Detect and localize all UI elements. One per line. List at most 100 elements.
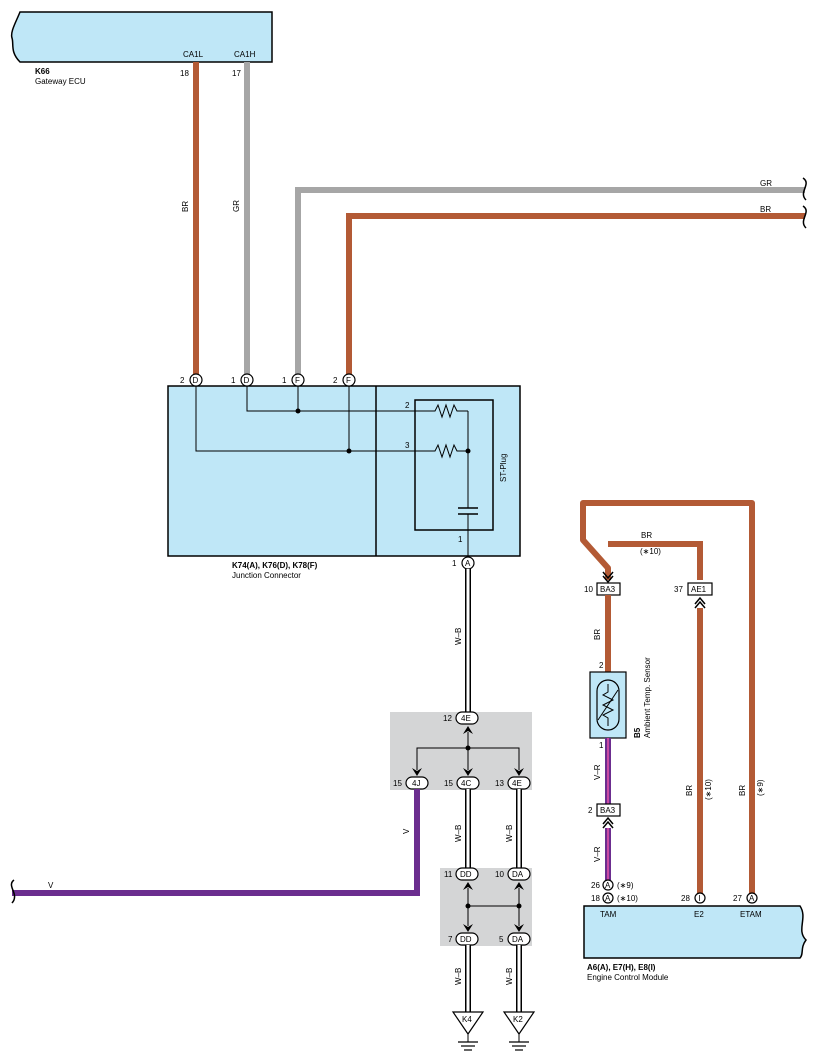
arrow-ba3-top — [602, 571, 614, 584]
sensor-resistor — [601, 684, 615, 726]
splice-lower-arrow-rt — [514, 882, 524, 890]
tag-upper-right-text: 4E — [512, 779, 522, 788]
wire-gr-right — [295, 187, 805, 374]
svg-text:(∗9): (∗9) — [617, 881, 634, 890]
junction-name: Junction Connector — [232, 571, 301, 580]
note-10-e2: (∗10) — [704, 779, 713, 800]
svg-text:K2: K2 — [513, 1015, 523, 1024]
gateway-ecu-name: Gateway ECU — [35, 77, 86, 86]
tag-lower-lt-text: DD — [460, 870, 472, 879]
tag-upper-mid-text: 4C — [461, 779, 471, 788]
tag-upper-left-text: 4J — [412, 779, 420, 788]
ecm-pin-28: I 28 — [681, 892, 706, 904]
svg-text:A: A — [465, 559, 471, 568]
tag-lower-rt-text: DA — [512, 870, 524, 879]
junction-dot-f2 — [346, 448, 352, 454]
svg-text:A: A — [605, 881, 611, 890]
ecm-tam: TAM — [600, 910, 617, 919]
tag-lower-rt — [507, 867, 531, 881]
tag-lower-lb-text: DD — [460, 935, 472, 944]
wire-violet — [12, 789, 420, 896]
wire-br-right — [346, 213, 805, 374]
junction-pin-a1: A 1 — [452, 556, 475, 570]
tag-ba3-bot — [596, 803, 621, 817]
sensor-element — [596, 679, 620, 731]
tag-lower-rb-text: DA — [512, 935, 524, 944]
svg-text:1: 1 — [231, 376, 236, 385]
splice-lower-dot-l — [465, 903, 471, 909]
tag-lower-lb-num: 7 — [448, 935, 453, 944]
tag-ba3-top-text: BA3 — [600, 585, 616, 594]
gateway-ecu-box — [10, 11, 273, 63]
splice-lower-arrow-lt — [463, 882, 473, 890]
svg-text:F: F — [346, 376, 351, 385]
svg-text:D: D — [244, 376, 250, 385]
ground-k4: K4 — [451, 1011, 485, 1051]
tag-ba3-bot-num: 2 — [588, 806, 593, 815]
wire-label-v-1: V — [402, 828, 411, 834]
junction-pin-f2: F 2 — [333, 373, 356, 387]
ecm-codes: A6(A), E7(H), E8(I) — [587, 963, 656, 972]
svg-text:26: 26 — [591, 881, 600, 890]
splice-upper-arrow-l — [412, 768, 422, 776]
note-10-loop: (∗10) — [640, 547, 661, 556]
tag-upper-mid-num: 15 — [444, 779, 453, 788]
tag-ae1 — [687, 582, 713, 596]
ecm-pin-27: A 27 — [733, 892, 758, 904]
ecm-box — [583, 905, 807, 959]
break-mark-br — [802, 205, 807, 229]
svg-text:1: 1 — [452, 559, 457, 568]
ground-k2: K2 — [502, 1011, 536, 1051]
splice-upper-arrow-top — [463, 726, 473, 734]
junction-pin-d2: D 2 — [180, 373, 203, 387]
wire-label-wb-1: W–B — [454, 628, 463, 645]
sensor-arrow — [597, 689, 619, 721]
svg-text:I: I — [699, 894, 701, 903]
ecm-etam: ETAM — [740, 910, 762, 919]
splice-upper-arrow-m — [463, 768, 473, 776]
wire-label-gr-right: GR — [760, 179, 772, 188]
tag-upper-top-text: 4E — [461, 714, 471, 723]
splice-upper-bus — [416, 747, 520, 770]
sensor-pin-1: 1 — [599, 741, 604, 750]
wire-label-wb-3: W–B — [505, 825, 514, 842]
wire-br-e2-loop — [608, 541, 703, 580]
tag-upper-top-num: 12 — [443, 714, 452, 723]
svg-text:K4: K4 — [462, 1015, 472, 1024]
wire-label-v-2: V — [48, 881, 54, 890]
arrow-ba3-bot — [602, 816, 614, 829]
internal-wire-d1 — [246, 386, 432, 412]
wire-label-gr-1: GR — [232, 200, 241, 212]
sensor-name: Ambient Temp. Sensor — [643, 657, 652, 738]
ecm-e2: E2 — [694, 910, 704, 919]
sensor-code: B5 — [633, 727, 642, 738]
tag-ae1-text: AE1 — [691, 585, 707, 594]
wire-label-br-e2: BR — [685, 785, 694, 796]
break-mark-gr — [802, 177, 807, 201]
tag-lower-lt-num: 11 — [444, 870, 453, 879]
svg-text:2: 2 — [333, 376, 338, 385]
resistor-upper — [432, 403, 468, 419]
note-9-etam: (∗9) — [756, 779, 765, 796]
arrow-ae1 — [694, 596, 706, 609]
svg-text:28: 28 — [681, 894, 690, 903]
resistor-lower — [432, 443, 468, 459]
wire-label-vr-2: V–R — [593, 846, 602, 862]
internal-num-1: 1 — [458, 535, 463, 544]
wire-label-vr-1: V–R — [593, 764, 602, 780]
svg-text:27: 27 — [733, 894, 742, 903]
ecm-pin-26: A 26 (∗9) — [591, 879, 634, 891]
tag-ba3-bot-text: BA3 — [600, 806, 616, 815]
internal-num-3: 3 — [405, 441, 410, 450]
svg-text:D: D — [193, 376, 199, 385]
ecm-name: Engine Control Module — [587, 973, 669, 982]
internal-wire-d2 — [195, 386, 432, 452]
splice-upper-arrow-r — [514, 768, 524, 776]
junction-pin-d1: D 1 — [231, 373, 254, 387]
tag-ae1-num: 37 — [674, 585, 683, 594]
wire-label-br-right: BR — [760, 205, 771, 214]
gateway-ecu-pin-ca1l: CA1L — [183, 50, 204, 59]
svg-text:2: 2 — [180, 376, 185, 385]
tag-lower-rt-num: 10 — [495, 870, 504, 879]
